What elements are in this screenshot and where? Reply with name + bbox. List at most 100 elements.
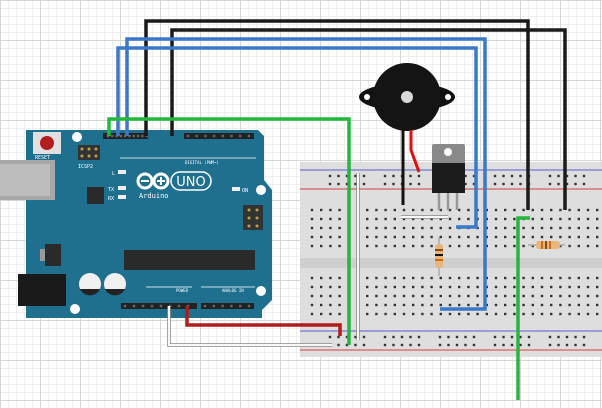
breadboard-hole [310, 226, 314, 230]
breadboard-hole [467, 294, 470, 298]
breadboard-hole [338, 235, 341, 239]
breadboard-hole [366, 217, 369, 221]
led-rx [118, 195, 126, 199]
breadboard-hole [384, 276, 387, 280]
breadboard-hole [557, 174, 560, 178]
breadboard-hole [383, 335, 387, 339]
breadboard-hole [409, 343, 412, 347]
header-pin [204, 134, 207, 138]
breadboard-hole [494, 276, 498, 280]
header-pin [239, 304, 242, 308]
breadboard-hole [596, 294, 599, 298]
breadboard-hole [557, 343, 560, 347]
wire-blue-pin12[interactable] [116, 46, 478, 229]
breadboard-hole [329, 312, 332, 316]
breadboard-hole [447, 343, 450, 347]
voltage-regulator [432, 144, 465, 210]
resistor-1-band [435, 249, 443, 251]
breadboard-hole [320, 226, 323, 230]
breadboard-hole [464, 335, 467, 339]
resistor-2 [528, 241, 565, 249]
breadboard-hole [448, 285, 452, 289]
led-on-label: ON [242, 188, 248, 194]
breadboard-hole [393, 208, 396, 212]
icsp-pins [247, 208, 259, 228]
breadboard-hole [384, 217, 387, 221]
breadboard-hole [485, 208, 488, 212]
wire-white-gnd[interactable] [168, 306, 332, 346]
breadboard-hole [467, 244, 470, 248]
breadboard-hole [320, 276, 323, 280]
breadboard-hole [586, 276, 590, 280]
breadboard-hole [568, 226, 571, 230]
breadboard-hole [504, 208, 507, 212]
breadboard-hole [409, 335, 412, 339]
breadboard-hole [310, 294, 314, 298]
breadboard-hole [519, 174, 522, 178]
breadboard-hole [548, 343, 552, 347]
breadboard-hole [362, 335, 366, 339]
breadboard-hole [513, 303, 516, 307]
breadboard-hole [329, 285, 332, 289]
breadboard-hole [310, 312, 314, 316]
breadboard-hole [550, 217, 553, 221]
breadboard-hole [522, 244, 525, 248]
breadboard-hole [458, 294, 461, 298]
breadboard-hole [455, 343, 459, 347]
breadboard-hole [586, 312, 590, 316]
breadboard-hole [586, 303, 590, 307]
regulator-tab-hole [444, 148, 452, 156]
breadboard-hole [417, 174, 421, 178]
breadboard-hole [504, 312, 507, 316]
breadboard-hole [310, 244, 314, 248]
wire-blue-pin13[interactable] [125, 37, 487, 311]
breadboard-hole [472, 174, 476, 178]
breadboard-hole [596, 312, 599, 316]
breadboard-hole [458, 235, 461, 239]
wires [107, 19, 567, 400]
breadboard-hole [430, 244, 433, 248]
breadboard-hole [417, 335, 421, 339]
breadboard-hole [513, 312, 516, 316]
breadboard-hole [513, 285, 516, 289]
wire-red-5v[interactable] [185, 306, 342, 336]
breadboard-hole [568, 294, 571, 298]
breadboard-hole [596, 244, 599, 248]
breadboard-hole [527, 335, 531, 339]
breadboard-hole [320, 285, 323, 289]
breadboard-hole [412, 276, 415, 280]
resistor-2-band [549, 241, 551, 249]
breadboard-hole [493, 182, 497, 186]
breadboard-hole [476, 235, 479, 239]
analog-label: ANALOG IN [222, 288, 244, 293]
breadboard-hole [402, 217, 406, 221]
buzzer-red-lead[interactable] [409, 130, 421, 173]
breadboard-hole [345, 343, 349, 347]
breadboard-hole [596, 303, 599, 307]
breadboard-hole [338, 276, 341, 280]
breadboard-hole [540, 312, 544, 316]
breadboard-hole [464, 343, 467, 347]
breadboard-hole [328, 182, 332, 186]
breadboard-hole [458, 303, 461, 307]
breadboard-hole [421, 285, 424, 289]
wire-green-aref[interactable] [107, 117, 351, 345]
breadboard-hole [375, 244, 378, 248]
breadboard-hole [568, 312, 571, 316]
wire-black-pin9[interactable] [170, 28, 567, 210]
breadboard-hole [577, 208, 580, 212]
led-tx [118, 186, 126, 190]
breadboard-hole [476, 294, 479, 298]
breadboard-hole [320, 217, 323, 221]
breadboard-hole [417, 182, 421, 186]
header-pin [159, 304, 163, 308]
breadboard-hole [559, 235, 562, 239]
wire-black-pin11[interactable] [144, 19, 530, 210]
breadboard-hole [476, 285, 479, 289]
breadboard-hole [485, 285, 488, 289]
breadboard-hole [596, 235, 599, 239]
reset-button-cap[interactable] [40, 136, 54, 150]
icsp2-header [78, 145, 100, 160]
wire-green-output[interactable] [516, 216, 530, 400]
breadboard-hole [409, 182, 412, 186]
